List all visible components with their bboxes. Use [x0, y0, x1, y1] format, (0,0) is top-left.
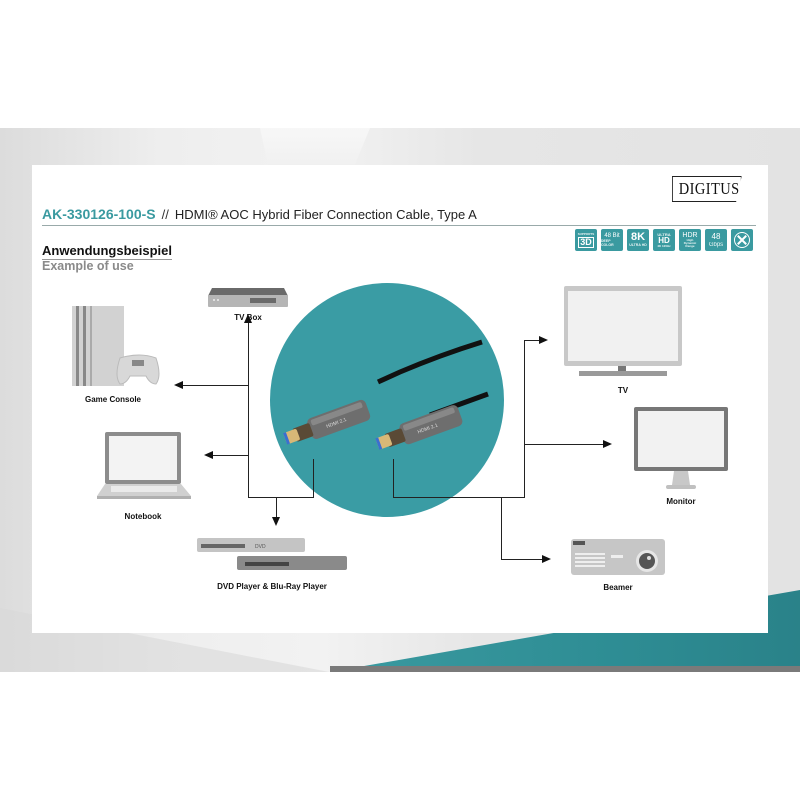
- connector-line-dvd: [276, 497, 277, 519]
- no-tool-icon: [731, 229, 753, 251]
- arrow-to-tv: [539, 336, 548, 344]
- badge-sub: DEEP COLOR: [601, 239, 614, 247]
- product-title-row: AK-330126-100-S // HDMI® AOC Hybrid Fiber …: [42, 206, 477, 222]
- badge-main: HD: [658, 235, 670, 245]
- arrow-to-beamer: [542, 555, 551, 563]
- badge-main: 48 Bit: [604, 233, 620, 239]
- product-title: HDMI® AOC Hybrid Fiber Connection Cable,…: [174, 207, 477, 222]
- arrow-to-monitor: [603, 440, 612, 448]
- dvd-bluray-player-icon: DVD: [197, 538, 347, 570]
- connector-line-right-vertical: [524, 340, 525, 498]
- ultra-hd-icon: ULTRA HD 4K 120Hz: [653, 229, 675, 251]
- badge-sub: 4K 120Hz: [657, 243, 671, 248]
- badge-sub: Gbps: [708, 241, 724, 248]
- badge-main: 48: [711, 231, 721, 241]
- title-separator: //: [161, 207, 169, 222]
- title-divider: [42, 225, 756, 226]
- no-tool-symbol: [734, 232, 750, 248]
- game-console-icon: [72, 306, 160, 386]
- badge-sub: High Dynamic Range: [683, 238, 697, 248]
- monitor-icon: [634, 407, 728, 489]
- cable-highlight-circle: [270, 283, 504, 517]
- arrow-to-dvd-player: [272, 517, 280, 526]
- notebook-icon: [97, 432, 191, 499]
- section-title-de: Anwendungsbeispiel: [42, 243, 173, 260]
- 3d-icon: SUPPORTS 3D: [575, 229, 597, 251]
- connector-line-beamer-vertical: [501, 497, 502, 559]
- label-tv-box: TV Box: [234, 313, 262, 322]
- beamer-icon: [571, 539, 665, 575]
- 8k-icon: 8K ULTRA HD: [627, 229, 649, 251]
- label-notebook: Notebook: [124, 512, 162, 521]
- connector-line-tv: [524, 340, 540, 341]
- hdr-icon: HDR High Dynamic Range: [679, 229, 701, 251]
- badge-top: SUPPORTS: [577, 231, 595, 236]
- label-dvd-bluray-player: DVD Player & Blu-Ray Player: [217, 582, 327, 591]
- arrow-to-tv-box: [244, 314, 252, 323]
- connector-line-notebook: [212, 455, 248, 456]
- arrow-to-game-console: [174, 381, 183, 389]
- connector-line-monitor: [524, 444, 604, 445]
- section-title-en: Example of use: [42, 259, 134, 273]
- brand-name: DIGITUS: [678, 179, 740, 198]
- digitus-logo: DIGITUS®: [672, 176, 742, 202]
- bandwidth-icon: 48 Gbps: [705, 229, 727, 251]
- feature-badges: SUPPORTS 3D 48 Bit DEEP COLOR 8K ULTRA H…: [575, 229, 753, 251]
- background-shard: [260, 128, 370, 168]
- label-tv: TV: [617, 386, 629, 395]
- label-beamer: Beamer: [603, 583, 633, 592]
- label-monitor: Monitor: [666, 497, 696, 506]
- connector-line-game-console: [182, 385, 248, 386]
- deep-color-icon: 48 Bit DEEP COLOR: [601, 229, 623, 251]
- tv-icon: [564, 286, 682, 376]
- svg-text:DVD: DVD: [255, 544, 266, 550]
- badge-main: 3D: [578, 236, 594, 248]
- connector-line-right-plug: [393, 459, 394, 498]
- connector-line-left-plug: [313, 459, 314, 498]
- badge-top: ULTRA: [657, 231, 671, 237]
- tv-box-icon: [208, 288, 288, 307]
- connector-line-beamer: [501, 559, 543, 560]
- badge-sub: ULTRA HD: [629, 243, 647, 248]
- arrow-to-notebook: [204, 451, 213, 459]
- connector-line-left-bottom: [248, 497, 314, 498]
- product-code: AK-330126-100-S: [42, 206, 156, 222]
- gray-accent-strip: [330, 666, 800, 672]
- badge-main: HDR: [682, 232, 698, 239]
- connector-line-right-bottom: [393, 497, 525, 498]
- label-game-console: Game Console: [84, 395, 142, 404]
- badge-main: 8K: [630, 231, 646, 244]
- connector-line-left-vertical: [248, 322, 249, 498]
